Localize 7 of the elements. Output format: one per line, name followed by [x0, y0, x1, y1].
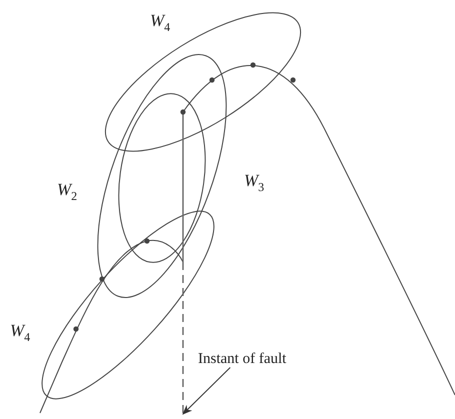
curve-label: W$_{3}$ — [244, 172, 264, 193]
dashed-fault-line — [182, 262, 184, 415]
curve-label: W$_{4}$ — [10, 322, 30, 343]
curve-label: W$_{4}$ — [150, 12, 170, 33]
annotation-text: Instant of fault — [198, 351, 286, 368]
curve-label: W$_{2}$ — [57, 181, 78, 202]
leader-line — [182, 367, 231, 415]
